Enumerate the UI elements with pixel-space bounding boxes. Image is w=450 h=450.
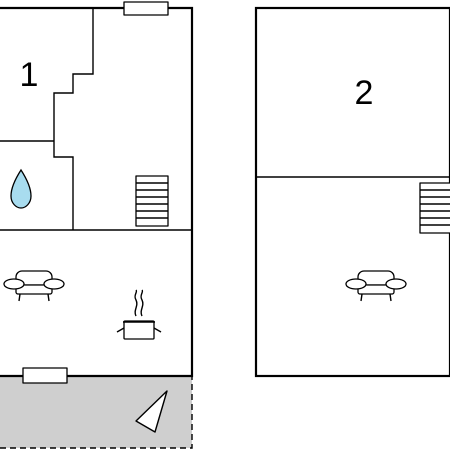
water-drop-icon [10,168,32,209]
stairs-icon [419,182,450,234]
terrace-icon [135,390,168,433]
cooking-pot-icon [116,289,162,340]
sofa-icon [345,270,407,302]
terrace [0,375,193,449]
terrace-area [0,376,192,448]
window-icon [123,1,169,16]
floor-label: 2 [355,74,374,112]
floor-1-plan: 1 [0,1,194,384]
sofa-icon [3,270,65,302]
floor-1-outer-wall [0,6,194,378]
window-icon [22,367,68,384]
floor-1-stepped-wall [53,8,94,230]
stairs-icon [135,175,169,227]
floor-2-outer-wall [254,6,450,378]
floor-label: 1 [20,56,39,94]
floor-2-plan: 2 [254,6,450,378]
